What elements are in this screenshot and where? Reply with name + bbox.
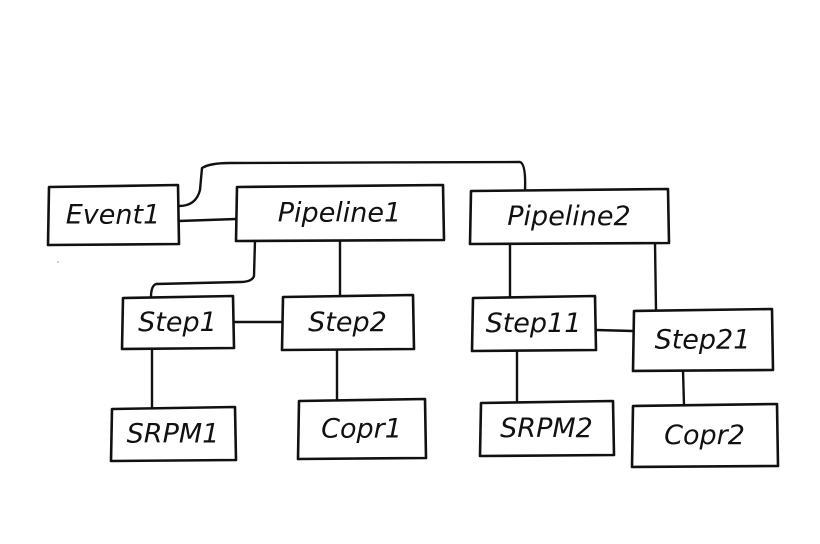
edges-layer bbox=[149, 160, 686, 410]
node-box bbox=[478, 399, 616, 458]
node-label: Copr1 bbox=[321, 414, 402, 445]
edge-event1-to-pipeline2 bbox=[177, 160, 527, 208]
stray-dot bbox=[57, 261, 59, 263]
node-pipeline1: Pipeline1 bbox=[234, 183, 446, 243]
node-label: Step11 bbox=[486, 308, 582, 339]
node-label: Event1 bbox=[66, 200, 161, 231]
node-copr1: Copr1 bbox=[296, 397, 428, 461]
node-box bbox=[46, 183, 181, 247]
node-box bbox=[120, 294, 236, 351]
node-box bbox=[470, 294, 598, 353]
edge-step21-to-copr2 bbox=[681, 368, 686, 407]
node-label: Pipeline1 bbox=[278, 198, 401, 229]
edge-pipeline2-to-step21 bbox=[653, 241, 658, 312]
node-label: Pipeline2 bbox=[507, 201, 630, 232]
node-srpm2: SRPM2 bbox=[478, 399, 616, 458]
node-box bbox=[296, 397, 428, 461]
node-box bbox=[631, 307, 775, 373]
node-label: Step1 bbox=[138, 307, 217, 338]
edge-pipeline1-to-step1 bbox=[149, 238, 257, 299]
node-label: Step2 bbox=[308, 307, 387, 338]
node-box bbox=[630, 402, 780, 469]
node-step2: Step2 bbox=[280, 293, 416, 352]
node-label: Step21 bbox=[655, 325, 751, 356]
node-label: SRPM2 bbox=[500, 413, 593, 444]
node-box bbox=[468, 187, 671, 246]
node-event1: Event1 bbox=[46, 183, 181, 247]
node-label: Copr2 bbox=[664, 420, 745, 451]
node-step21: Step21 bbox=[631, 307, 775, 373]
node-copr2: Copr2 bbox=[630, 402, 780, 469]
node-label: SRPM1 bbox=[127, 419, 220, 450]
node-srpm1: SRPM1 bbox=[109, 405, 238, 463]
node-box bbox=[109, 405, 238, 463]
node-box bbox=[234, 183, 446, 243]
edge-step21-to-step11 bbox=[596, 330, 635, 331]
node-box bbox=[280, 293, 416, 352]
node-pipeline2: Pipeline2 bbox=[468, 187, 671, 246]
node-step11: Step11 bbox=[470, 294, 598, 353]
edge-event1-to-pipeline1 bbox=[177, 217, 238, 223]
node-step1: Step1 bbox=[120, 294, 236, 351]
